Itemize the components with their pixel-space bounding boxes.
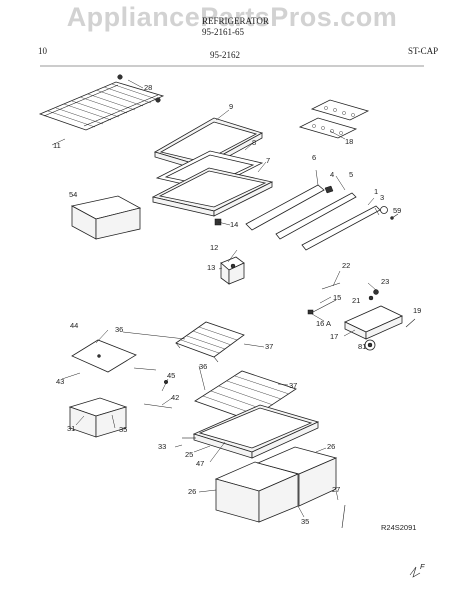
- callout-label: 13: [207, 263, 215, 272]
- crisper-glass-part: [182, 404, 320, 459]
- callout-label: 37: [265, 342, 273, 351]
- callout-label: 26: [188, 487, 196, 496]
- callout-label: 43: [56, 377, 64, 386]
- callout-label: 33: [158, 442, 166, 451]
- signature-letter: F: [420, 562, 425, 571]
- callout-label: 42: [171, 393, 179, 402]
- watermark-text: AppliancePartsPros.com: [66, 2, 398, 32]
- shelf-rail-part: [275, 192, 381, 251]
- callout-label: 5: [349, 170, 353, 179]
- screw-part: [324, 185, 334, 194]
- crisper-drawer-part: [214, 446, 338, 523]
- callout-label: 25: [185, 450, 193, 459]
- callout-label: 47: [196, 459, 204, 468]
- callout-label: 4: [330, 170, 334, 179]
- utility-bin-part: [70, 195, 142, 240]
- wire-shelf-part: [38, 81, 165, 131]
- model-reference: 95-2162: [210, 50, 240, 60]
- callout-label: 16 A: [316, 319, 331, 328]
- support-bracket-part: [245, 169, 325, 231]
- callout-label: 36: [115, 325, 123, 334]
- callout-label: 36: [199, 362, 207, 371]
- callout-label: 59: [393, 206, 401, 215]
- callout-label: 18: [345, 137, 353, 146]
- shelf-clip-part: [117, 74, 161, 103]
- control-knob-part: [364, 339, 376, 351]
- callout-label: 8: [252, 138, 256, 147]
- callout-label: 22: [342, 261, 350, 270]
- callout-label: 1: [374, 187, 378, 196]
- page-number: 10: [38, 46, 47, 56]
- callout-label: 54: [69, 190, 77, 199]
- section-label: ST-CAP: [408, 46, 439, 56]
- title-line-2: 95-2161-65: [202, 27, 244, 37]
- callout-label: 11: [53, 141, 61, 150]
- callout-label: 27: [332, 485, 340, 494]
- lower-wire-shelf-part: [194, 370, 297, 421]
- diagram-code: R24S2091: [381, 523, 416, 532]
- callout-label: 17: [330, 332, 338, 341]
- crisper-cover-part: [151, 167, 274, 217]
- callout-label: 35: [301, 517, 309, 526]
- drawer-rail-part: [341, 504, 346, 529]
- upper-wire-shelf-part: [175, 321, 245, 363]
- callout-label: 21: [352, 296, 360, 305]
- callout-label: 31: [67, 424, 75, 433]
- rail-end-cap-part: [380, 206, 399, 220]
- callout-label: 3: [380, 193, 384, 202]
- light-socket-part: [405, 318, 416, 328]
- signature-mark: [409, 566, 421, 578]
- callout-label: 15: [333, 293, 341, 302]
- callout-label: 14: [230, 220, 238, 229]
- control-shaft-part: [321, 282, 341, 290]
- leader-lines: [51, 79, 380, 518]
- callout-label: 12: [210, 243, 218, 252]
- control-box-part: [344, 289, 403, 340]
- callout-label: 23: [381, 277, 389, 286]
- egg-tray-part: [298, 99, 370, 139]
- title-line-1: REFRIGERATOR: [202, 16, 269, 26]
- callout-label: 7: [266, 156, 270, 165]
- callout-label: 28: [144, 83, 152, 92]
- thermostat-probe-part: [307, 299, 337, 315]
- callout-label: 19: [413, 306, 421, 315]
- control-housing-part: [220, 256, 245, 285]
- small-bin-part: [68, 397, 128, 438]
- callout-label: 81: [358, 342, 366, 351]
- shelf-panel-part: [71, 339, 137, 373]
- callout-label: 45: [167, 371, 175, 380]
- callout-label: 26: [327, 442, 335, 451]
- callout-label: 9: [229, 102, 233, 111]
- callout-label: 35: [119, 425, 127, 434]
- callout-label: 37: [289, 381, 297, 390]
- callout-label: 6: [312, 153, 316, 162]
- callout-label: 44: [70, 321, 78, 330]
